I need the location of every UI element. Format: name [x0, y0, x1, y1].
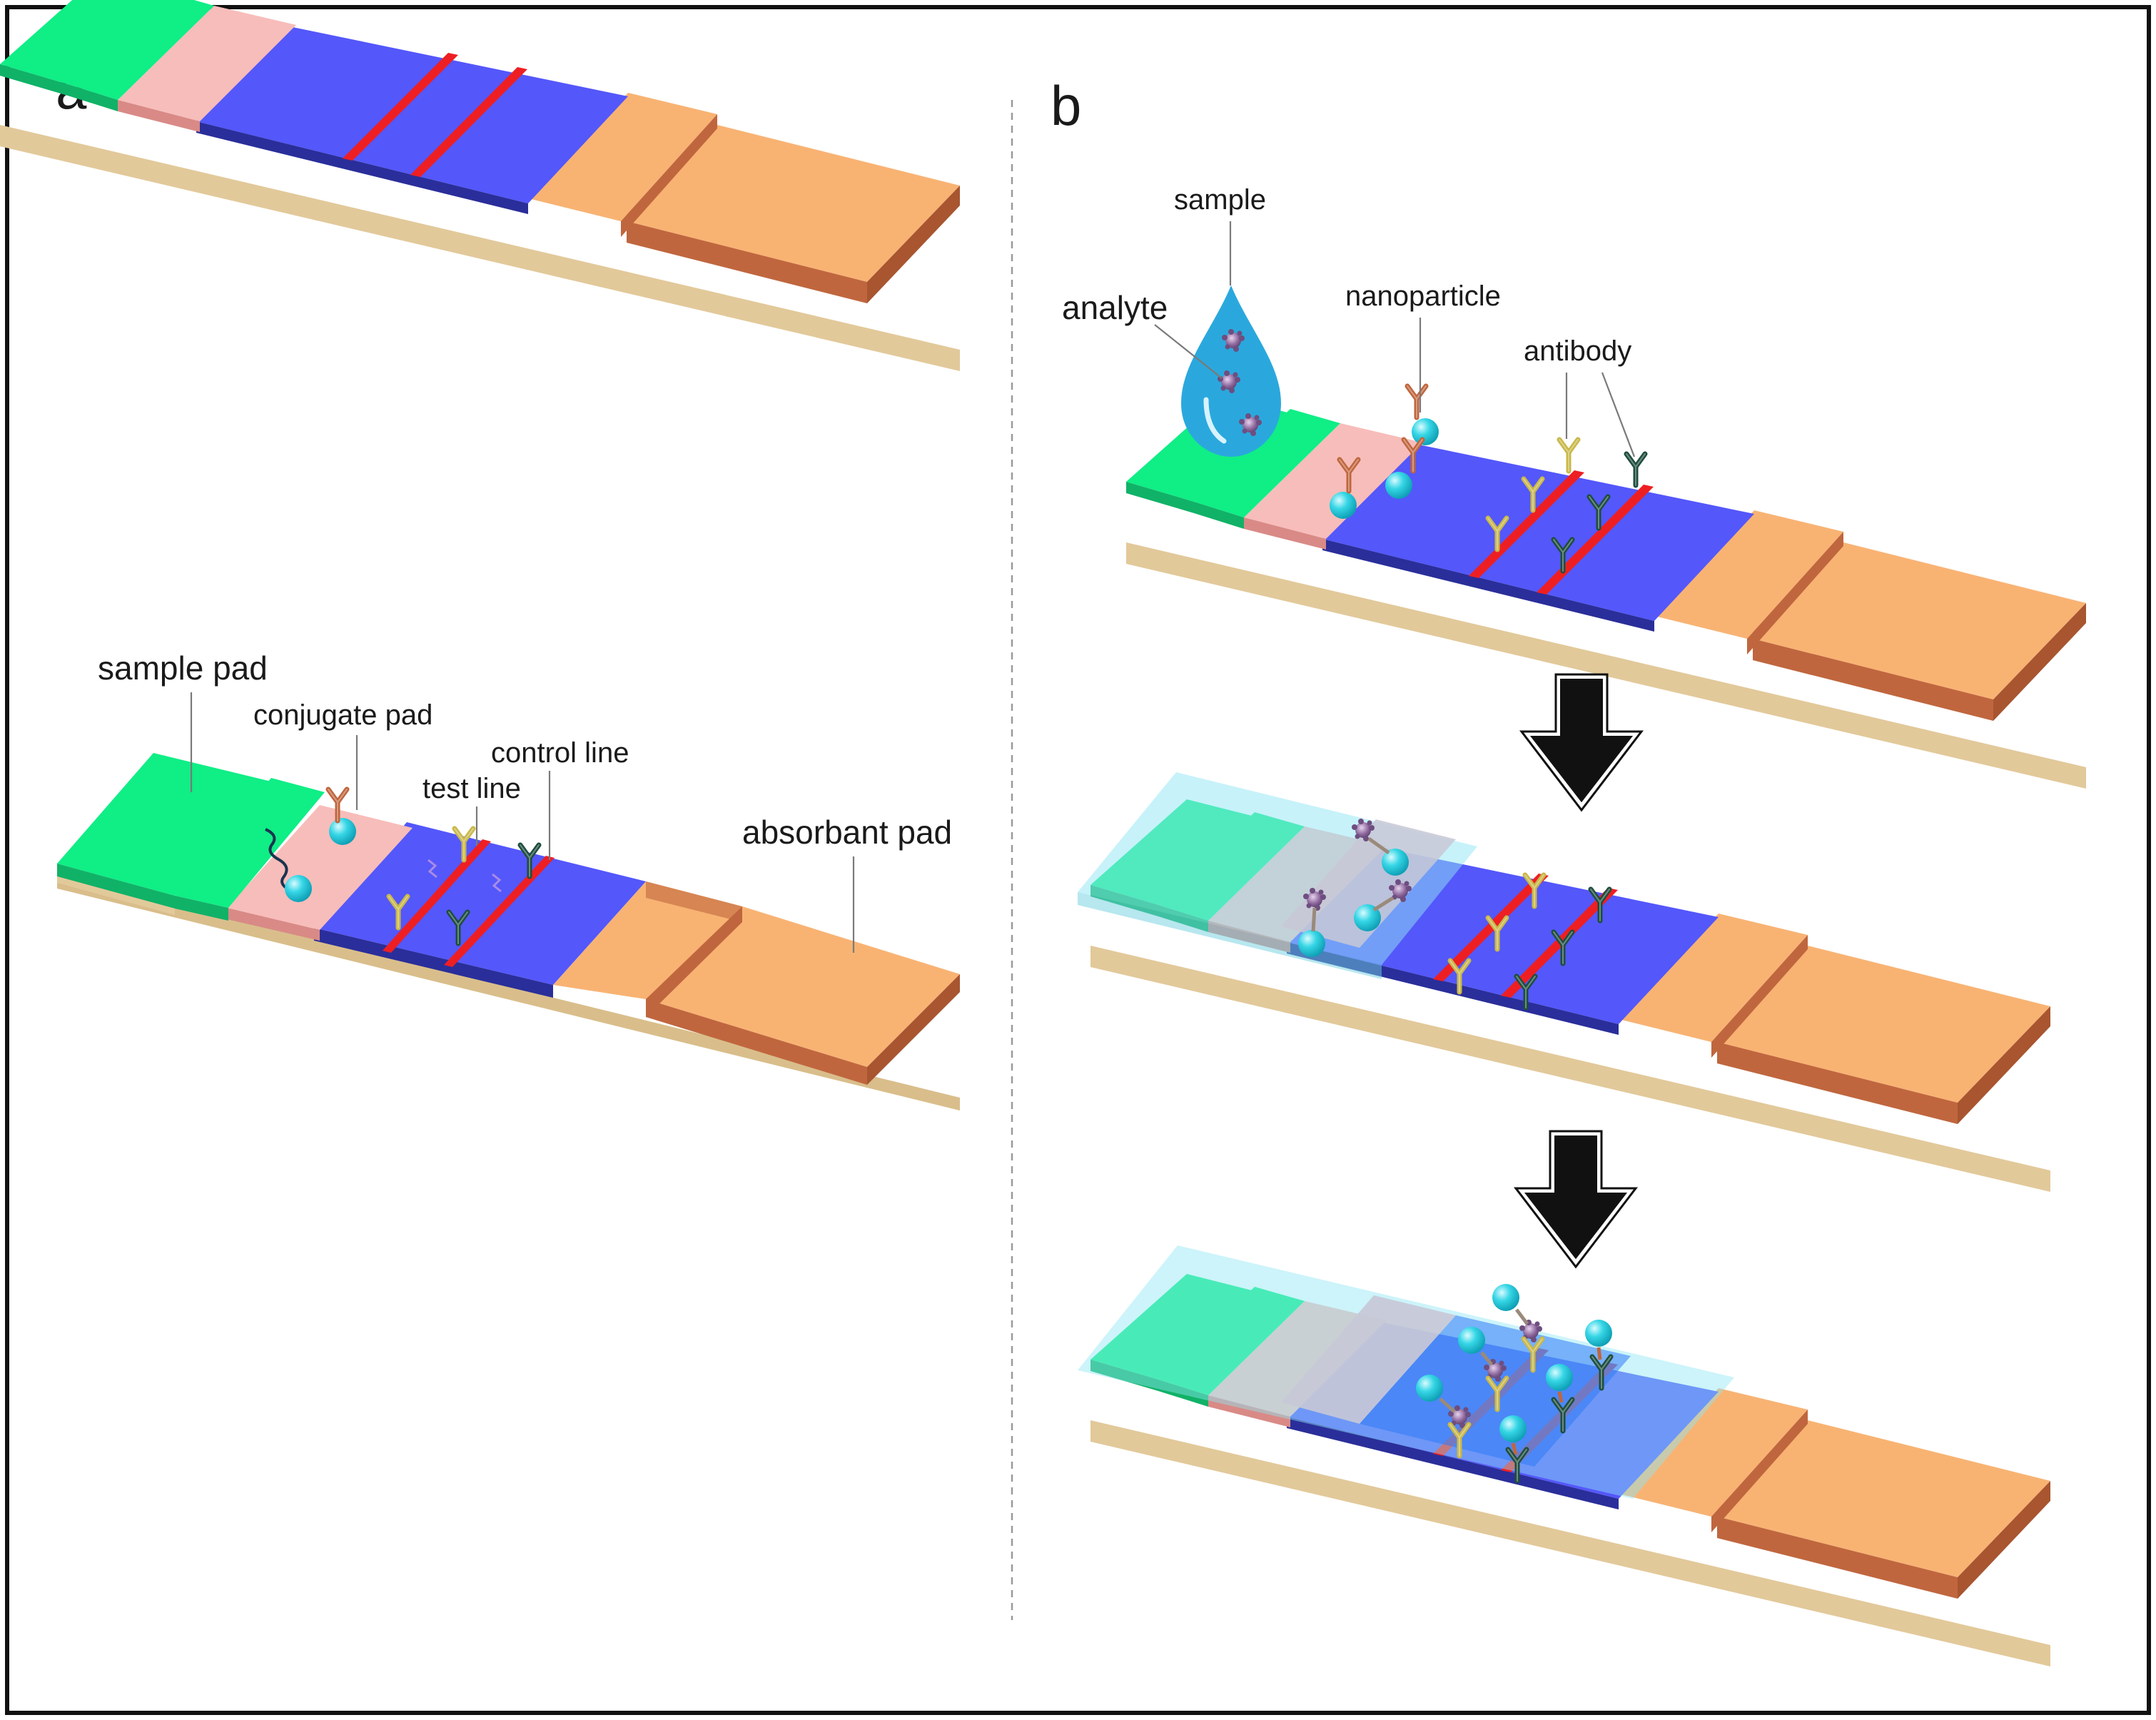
nanoparticle-icon	[1385, 472, 1412, 499]
sample-pad	[175, 778, 325, 908]
figure-frame	[5, 5, 2151, 1715]
nanoparticle-icon	[329, 818, 356, 845]
label-test-line: test line	[422, 773, 521, 804]
nanoparticle-icon	[1412, 418, 1439, 445]
analyte-squiggle-icon	[265, 828, 290, 891]
nanoparticle-icon	[285, 875, 312, 902]
label-control-line: control line	[491, 737, 629, 769]
nanoparticle-icon	[1585, 1320, 1612, 1347]
panel-b-strip-detection	[1078, 1245, 2050, 1666]
nanoparticle-icon	[1458, 1327, 1485, 1354]
nanoparticle-icon	[1330, 492, 1357, 519]
antibody-icon	[1626, 454, 1645, 485]
label-sample-pad: sample pad	[98, 649, 268, 687]
nanoparticle-icon	[1499, 1415, 1527, 1442]
drop-icon	[1181, 285, 1281, 457]
panel-b-labels: sample analyte nanoparticle antibody	[1062, 184, 1636, 457]
nanoparticle-icon	[1492, 1284, 1519, 1311]
label-nanoparticle: nanoparticle	[1345, 280, 1501, 312]
conjugate-pad	[227, 805, 413, 930]
nanoparticle-icon	[1416, 1375, 1443, 1402]
down-arrow-icon	[1514, 1130, 1637, 1268]
label-sample: sample	[1174, 184, 1266, 216]
nanoparticle-icon	[1546, 1364, 1573, 1391]
down-arrow-icon	[1520, 673, 1643, 811]
nanoparticle-icon	[1298, 930, 1325, 957]
antibody-icon	[1559, 440, 1578, 471]
panel-a-labels: sample pad conjugate pad test line contr…	[98, 649, 952, 953]
label-antibody: antibody	[1524, 335, 1631, 367]
label-analyte: analyte	[1062, 289, 1168, 326]
panel-b-strip-initial	[1126, 285, 2086, 789]
test-line	[383, 839, 491, 953]
panel-a-reagents	[265, 789, 539, 944]
antibody-icon	[1407, 386, 1426, 418]
control-line	[444, 856, 555, 967]
panel-b-strip-flow	[1078, 772, 2050, 1192]
panel-a-strip	[57, 753, 960, 1111]
label-conjugate-pad: conjugate pad	[253, 699, 432, 731]
panel-b-letter: b	[1051, 74, 1081, 137]
label-absorbant-pad: absorbant pad	[742, 814, 952, 851]
